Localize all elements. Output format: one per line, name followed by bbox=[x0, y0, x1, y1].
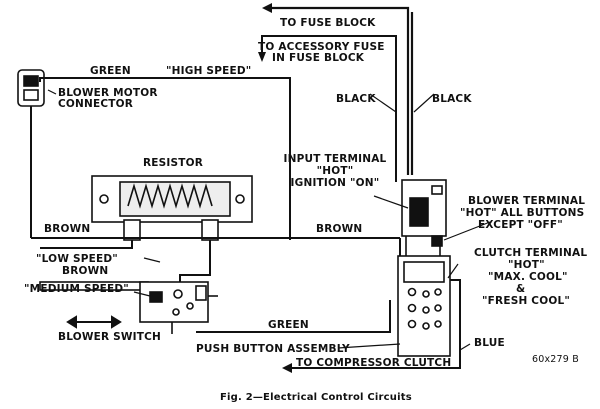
clutch-terminal-label-5: "FRESH COOL" bbox=[482, 295, 571, 307]
to-fuse-block-label: TO FUSE BLOCK bbox=[280, 17, 376, 29]
compressor-clutch-wire bbox=[282, 279, 461, 373]
to-compressor-clutch-label: TO COMPRESSOR CLUTCH bbox=[296, 357, 452, 369]
figure-caption: Fig. 2—Electrical Control Circuits bbox=[220, 392, 412, 403]
blower-terminal-label-2: "HOT" ALL BUTTONS bbox=[460, 207, 585, 219]
black-left-label: BLACK bbox=[336, 93, 376, 105]
accessory-fuse-wire bbox=[258, 35, 397, 182]
blower-motor-connector-label: BLOWER MOTOR bbox=[58, 87, 158, 99]
fuse-block-wire bbox=[262, 3, 414, 175]
brown-low-label: BROWN bbox=[62, 265, 109, 277]
blower-terminal-label: BLOWER TERMINAL bbox=[468, 195, 586, 207]
high-speed-label: "HIGH SPEED" bbox=[166, 65, 252, 77]
low-speed-label: "LOW SPEED" bbox=[36, 253, 118, 265]
to-accessory-fuse-label: TO ACCESSORY FUSE bbox=[258, 41, 385, 53]
slide-direction-arrow bbox=[66, 315, 122, 329]
push-button-assembly-label: PUSH BUTTON ASSEMBLY bbox=[196, 343, 350, 355]
resistor bbox=[91, 175, 253, 241]
input-terminal-label: INPUT TERMINAL bbox=[283, 153, 387, 165]
clutch-terminal-label: CLUTCH TERMINAL bbox=[474, 247, 588, 259]
blue-label: BLUE bbox=[474, 337, 505, 349]
green-top-label: GREEN bbox=[90, 65, 131, 77]
figure-number: 60x279 B bbox=[532, 354, 579, 365]
black-right-label: BLACK bbox=[432, 93, 472, 105]
medium-speed-label: "MEDIUM SPEED" bbox=[24, 283, 129, 295]
blower-switch bbox=[39, 281, 218, 334]
clutch-terminal-label-2: "HOT" bbox=[508, 259, 545, 271]
input-terminal-label-2: "HOT" bbox=[316, 165, 354, 177]
blower-terminal-label-3: EXCEPT "OFF" bbox=[478, 219, 563, 231]
brown-left-label: BROWN bbox=[44, 223, 91, 235]
blower-motor-connector-label-2: CONNECTOR bbox=[58, 98, 134, 110]
to-accessory-fuse-label-2: IN FUSE BLOCK bbox=[272, 52, 365, 64]
leader-lines bbox=[47, 89, 491, 351]
green-wire-bottom bbox=[196, 300, 391, 333]
green-bottom-label: GREEN bbox=[268, 319, 309, 331]
clutch-terminal-label-3: "MAX. COOL" bbox=[488, 271, 568, 283]
push-button-assembly bbox=[397, 179, 451, 357]
clutch-terminal-label-4: & bbox=[516, 283, 526, 295]
resistor-label: RESISTOR bbox=[143, 157, 204, 169]
brown-mid-label: BROWN bbox=[316, 223, 363, 235]
blower-motor-connector bbox=[17, 69, 45, 118]
green-high-speed-wire bbox=[30, 77, 291, 240]
blower-switch-label: BLOWER SWITCH bbox=[58, 331, 162, 343]
input-terminal-label-3: IGNITION "ON" bbox=[290, 177, 380, 189]
